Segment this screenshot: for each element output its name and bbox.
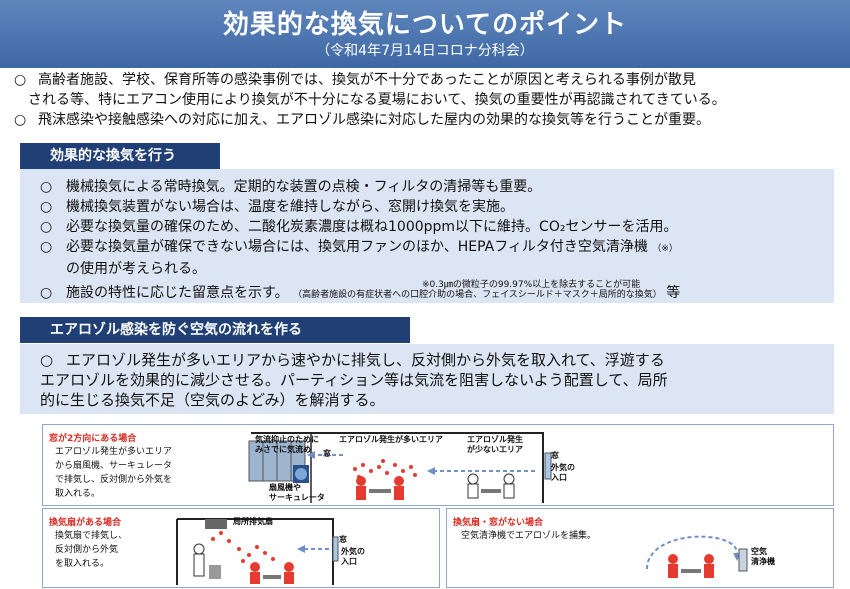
panel-ventilation-fan: 換気扇がある場合 換気扇で排気し、 反対側から外気 を取入れる。 局所排気扇 窓 bbox=[42, 508, 440, 588]
header-banner: 効果的な換気についてのポイント （令和4年7月14日コロナ分科会） bbox=[0, 0, 850, 68]
label-purifier-line-1: 空気 bbox=[751, 547, 767, 556]
intro-list: ○ 高齢者施設、学校、保育所等の感染事例では、換気が不十分であったことが原因と考… bbox=[8, 70, 844, 130]
label-air-purifier: 空気 清浄機 bbox=[751, 547, 775, 567]
label-low-area-line-1: エアロゾル発生 bbox=[467, 435, 523, 444]
bullet-circle-icon: ○ bbox=[40, 179, 53, 195]
section-2-title: エアロゾル感染を防ぐ空気の流れを作る bbox=[20, 317, 410, 343]
panel-two-windows: 窓が2方向にある場合 エアロゾル発生が多いエリア から扇風機、サーキュレータ で… bbox=[42, 424, 834, 506]
panel-1-caption: 窓が2方向にある場合 bbox=[49, 434, 137, 444]
section-2-line-3: 的に生じる換気不足（空気のよどみ）を解消する。 bbox=[40, 391, 385, 409]
section-2-line-2: エアロゾルを効果的に減少させる。パーティション等は気流を阻害しないよう配置して、… bbox=[40, 371, 668, 389]
section-1-item-5-text: 施設の特性に応じた留意点を示す。 bbox=[66, 285, 289, 301]
label-outside-air-inlet: 外気の 入口 bbox=[551, 463, 575, 483]
label-inlet-line-1: 外気の bbox=[341, 547, 365, 556]
section-1-title: 効果的な換気を行う bbox=[20, 143, 220, 169]
page-title: 効果的な換気についてのポイント bbox=[222, 10, 628, 40]
section-1-item-4-line-1: 必要な換気量が確保できない場合には、換気用ファンのほか、HEPAフィルタ付き空気… bbox=[66, 239, 648, 255]
section-2-body: ○ エアロゾル発生が多いエリアから速やかに排気し、反対側から外気を取入れて、浮遊… bbox=[20, 344, 834, 414]
bullet-circle-icon: ○ bbox=[40, 219, 53, 235]
label-fan-circulator: 扇風機や サーキュレータ bbox=[269, 483, 325, 503]
section-2-line-1: ○ エアロゾル発生が多いエリアから速やかに排気し、反対側から外気を取入れて、浮遊… bbox=[20, 350, 834, 370]
label-airflow-line-2: みさでに気流め bbox=[255, 445, 311, 454]
panel-1-desc-line-4: 取入れる。 bbox=[55, 489, 101, 499]
label-inlet-line-1: 外気の bbox=[551, 463, 575, 472]
panel-2-desc-line-1: 換気扇で排気し、 bbox=[55, 531, 128, 541]
section-1-item-3: ○ 必要な換気量の確保のため、二酸化炭素濃度は概ね1000ppm以下に維持。CO… bbox=[20, 217, 834, 237]
intro-item-1: ○ 高齢者施設、学校、保育所等の感染事例では、換気が不十分であったことが原因と考… bbox=[8, 70, 844, 110]
label-low-area-line-2: が少ないエリア bbox=[467, 445, 523, 454]
footnote-text: ※0.3㎛の微粒子の99.97%以上を除去することが可能 bbox=[422, 280, 641, 290]
bullet-circle-icon: ○ bbox=[14, 112, 27, 128]
section-1-body: ○ 機械換気による常時換気。定期的な装置の点検・フィルタの清掃等も重要。 ○ 機… bbox=[20, 169, 834, 303]
panel-2-desc-line-2: 反対側から外気 bbox=[55, 545, 119, 555]
bullet-circle-icon: ○ bbox=[14, 72, 27, 88]
section-1-item-2-text: 機械換気装置がない場合は、温度を維持しながら、窓開け換気を実施。 bbox=[66, 199, 514, 215]
panel-1-illustration bbox=[248, 432, 552, 503]
label-airflow-note: 気流抑止のために みさでに気流め bbox=[255, 435, 319, 455]
window-mark-left: 窓 bbox=[323, 449, 331, 458]
panel-3-caption: 換気扇・窓がない場合 bbox=[453, 518, 544, 528]
label-purifier-line-2: 清浄機 bbox=[751, 557, 775, 566]
label-low-aerosol-area: エアロゾル発生 が少ないエリア bbox=[467, 435, 523, 455]
section-1-item-5-note: （高齢者施設の有症状者への口腔介助の場合、フェイスシールド＋マスク＋局所的な換気… bbox=[293, 290, 662, 300]
label-airflow-line-1: 気流抑止のために bbox=[255, 435, 319, 444]
section-1-item-1-text: 機械換気による常時換気。定期的な装置の点検・フィルタの清掃等も重要。 bbox=[66, 179, 542, 195]
section-2-line-1-text: エアロゾル発生が多いエリアから速やかに排気し、反対側から外気を取入れて、浮遊する bbox=[66, 351, 665, 369]
label-fan-line-2: サーキュレータ bbox=[269, 493, 325, 502]
bullet-circle-icon: ○ bbox=[40, 199, 53, 215]
intro-item-1-line-1: 高齢者施設、学校、保育所等の感染事例では、換気が不十分であったことが原因と考えら… bbox=[38, 72, 696, 88]
intro-item-2-text: 飛沫感染や接触感染への対応に加え、エアロゾル感染に対応した屋内の効果的な換気等を… bbox=[38, 112, 710, 128]
label-outside-air-inlet: 外気の 入口 bbox=[341, 547, 365, 567]
panel-2-illustration bbox=[176, 518, 339, 585]
section-1-item-1: ○ 機械換気による常時換気。定期的な装置の点検・フィルタの清掃等も重要。 bbox=[20, 177, 834, 197]
label-inlet-line-2: 入口 bbox=[341, 557, 357, 566]
label-high-aerosol-area: エアロゾル発生が多いエリア bbox=[339, 435, 443, 444]
intro-item-1-line-2: される等、特にエアコン使用により換気が不十分になる夏場において、換気の重要性が再… bbox=[28, 92, 726, 108]
panel-1-desc-line-3: で排気し、反対側から外気を bbox=[55, 475, 173, 485]
label-local-exhaust-fan: 局所排気扇 bbox=[233, 517, 273, 526]
panel-3-description: 空気清浄機でエアロゾルを捕集。 bbox=[461, 531, 597, 541]
bullet-circle-icon: ○ bbox=[40, 351, 54, 369]
panel-2-description: 換気扇で排気し、 反対側から外気 を取入れる。 bbox=[55, 529, 127, 571]
section-1-item-5-end: 等 bbox=[666, 285, 681, 301]
page-subtitle: （令和4年7月14日コロナ分科会） bbox=[316, 43, 534, 59]
section-1-item-5: ○ 施設の特性に応じた留意点を示す。 （高齢者施設の有症状者への口腔介助の場合、… bbox=[20, 283, 834, 305]
panel-no-fan-no-window: 換気扇・窓がない場合 空気清浄機でエアロゾルを捕集。 空気 清浄機 bbox=[446, 508, 834, 588]
panel-3-illustration bbox=[646, 535, 748, 578]
bullet-circle-icon: ○ bbox=[40, 285, 53, 301]
panel-2-desc-line-3: を取入れる。 bbox=[55, 559, 110, 569]
section-1-item-2: ○ 機械換気装置がない場合は、温度を維持しながら、窓開け換気を実施。 bbox=[20, 197, 834, 217]
footnote-marker: （※） bbox=[652, 244, 678, 254]
section-1-item-3-text: 必要な換気量の確保のため、二酸化炭素濃度は概ね1000ppm以下に維持。CO₂セ… bbox=[66, 219, 678, 235]
window-mark: 窓 bbox=[339, 535, 347, 544]
section-1-item-4-cont: の使用が考えられる。 bbox=[20, 259, 834, 279]
window-mark-right: 窓 bbox=[551, 451, 559, 460]
panel-1-desc-line-2: から扇風機、サーキュレータ bbox=[55, 461, 172, 471]
bullet-circle-icon: ○ bbox=[40, 239, 53, 255]
panel-1-description: エアロゾル発生が多いエリア から扇風機、サーキュレータ で排気し、反対側から外気… bbox=[55, 445, 172, 501]
section-1-item-4-line-2: の使用が考えられる。 bbox=[66, 261, 206, 277]
section-1-item-4: ○ 必要な換気量が確保できない場合には、換気用ファンのほか、HEPAフィルタ付き… bbox=[20, 237, 834, 259]
panel-1-desc-line-1: エアロゾル発生が多いエリア bbox=[55, 447, 173, 457]
intro-item-2: ○ 飛沫感染や接触感染への対応に加え、エアロゾル感染に対応した屋内の効果的な換気… bbox=[8, 110, 844, 130]
panel-2-caption: 換気扇がある場合 bbox=[49, 518, 122, 528]
label-inlet-line-2: 入口 bbox=[551, 473, 567, 482]
label-fan-line-1: 扇風機や bbox=[269, 483, 301, 492]
